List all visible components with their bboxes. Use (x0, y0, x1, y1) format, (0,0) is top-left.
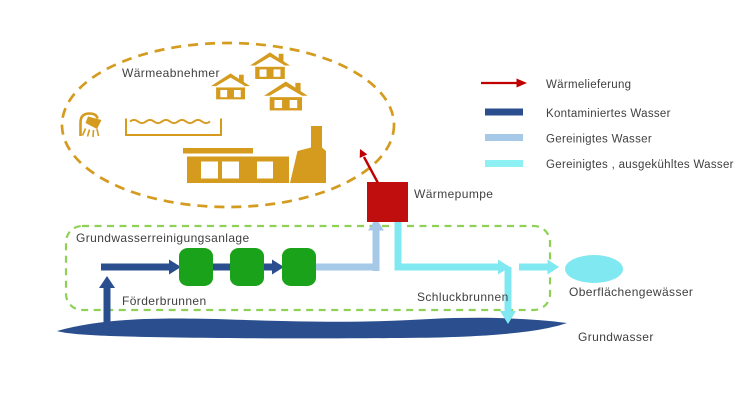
ausgekuehltes-wasser-pipe (394, 222, 559, 324)
tank-icon (282, 248, 316, 286)
schluckbrunnen-label: Schluckbrunnen (417, 290, 509, 304)
legend-swatch-gereinigtes-wasser (485, 134, 523, 141)
factory-icon (183, 126, 326, 183)
factory-window (222, 161, 239, 179)
kontaminiertes-wasser-pipe (99, 259, 284, 326)
house-icon (211, 73, 251, 100)
house-icon (264, 81, 308, 111)
house-chimney (295, 82, 301, 92)
legend-label-ausgekuehltes-wasser: Gereinigtes , ausgekühltes Wasser (546, 159, 734, 171)
house-window (274, 100, 283, 109)
grundwasser-shape (57, 317, 567, 339)
schluckbrunnen-shaft (504, 267, 512, 312)
pipe-arrowhead (547, 259, 559, 275)
waermeabnehmer-group (79, 52, 326, 183)
house-window (273, 69, 281, 77)
oberflaechengewaesser-label: Oberflächengewässer (569, 285, 693, 299)
grundwasser-label: Grundwasser (578, 330, 654, 344)
waermeabnehmer-ellipse (60, 41, 396, 209)
factory-window (257, 161, 273, 179)
house-window (233, 90, 241, 98)
factory-roof (183, 148, 253, 154)
foerderbrunnen-arrowhead (99, 276, 115, 288)
reinigungsanlage-tanks (179, 248, 316, 286)
house-window (289, 100, 298, 109)
house-window (259, 69, 267, 77)
pipe-arrowhead (498, 259, 510, 275)
house-window (220, 90, 228, 98)
legend: Wärmelieferung Kontaminiertes Wasser Ger… (481, 78, 734, 171)
house-chimney (239, 74, 244, 83)
waermeabnehmer-label: Wärmeabnehmer (122, 66, 220, 80)
waermelieferung-arrow (359, 149, 380, 184)
waermepumpe-label: Wärmepumpe (414, 187, 493, 201)
legend-label-gereinigtes-wasser: Gereinigtes Wasser (546, 134, 652, 146)
legend-label-waermelieferung: Wärmelieferung (546, 79, 631, 91)
surface-water-ellipse (565, 255, 623, 283)
foerderbrunnen-label: Förderbrunnen (122, 294, 207, 308)
legend-swatch-kontaminiertes-wasser (485, 108, 523, 116)
grundwasserreinigungsanlage-label: Grundwasserreinigungsanlage (76, 231, 250, 245)
legend-swatch-waermelieferung (481, 78, 527, 88)
house-roof (211, 73, 251, 87)
tank-icon (179, 248, 213, 286)
pipe-arrowhead (368, 218, 384, 231)
pipe-arrowhead (272, 259, 284, 275)
waermepumpe-box (367, 182, 408, 222)
factory-window (201, 161, 218, 179)
house-icon (250, 52, 291, 79)
tank-icon (230, 248, 264, 286)
legend-swatch-ausgekuehltes-wasser (485, 160, 523, 167)
pipe-arrowhead (169, 259, 181, 275)
shower-icon (79, 112, 102, 138)
factory-boiler (290, 126, 326, 183)
gereinigtes-wasser-pipe (314, 218, 384, 271)
house-body (216, 87, 245, 100)
foerderbrunnen-shaft (103, 285, 111, 326)
legend-label-kontaminiertes-wasser: Kontaminiertes Wasser (546, 108, 671, 120)
house-chimney (278, 53, 284, 62)
schluckbrunnen-arrowhead (500, 311, 516, 324)
house-roof (264, 81, 308, 96)
pool-icon (125, 118, 222, 136)
house-roof (250, 52, 291, 66)
